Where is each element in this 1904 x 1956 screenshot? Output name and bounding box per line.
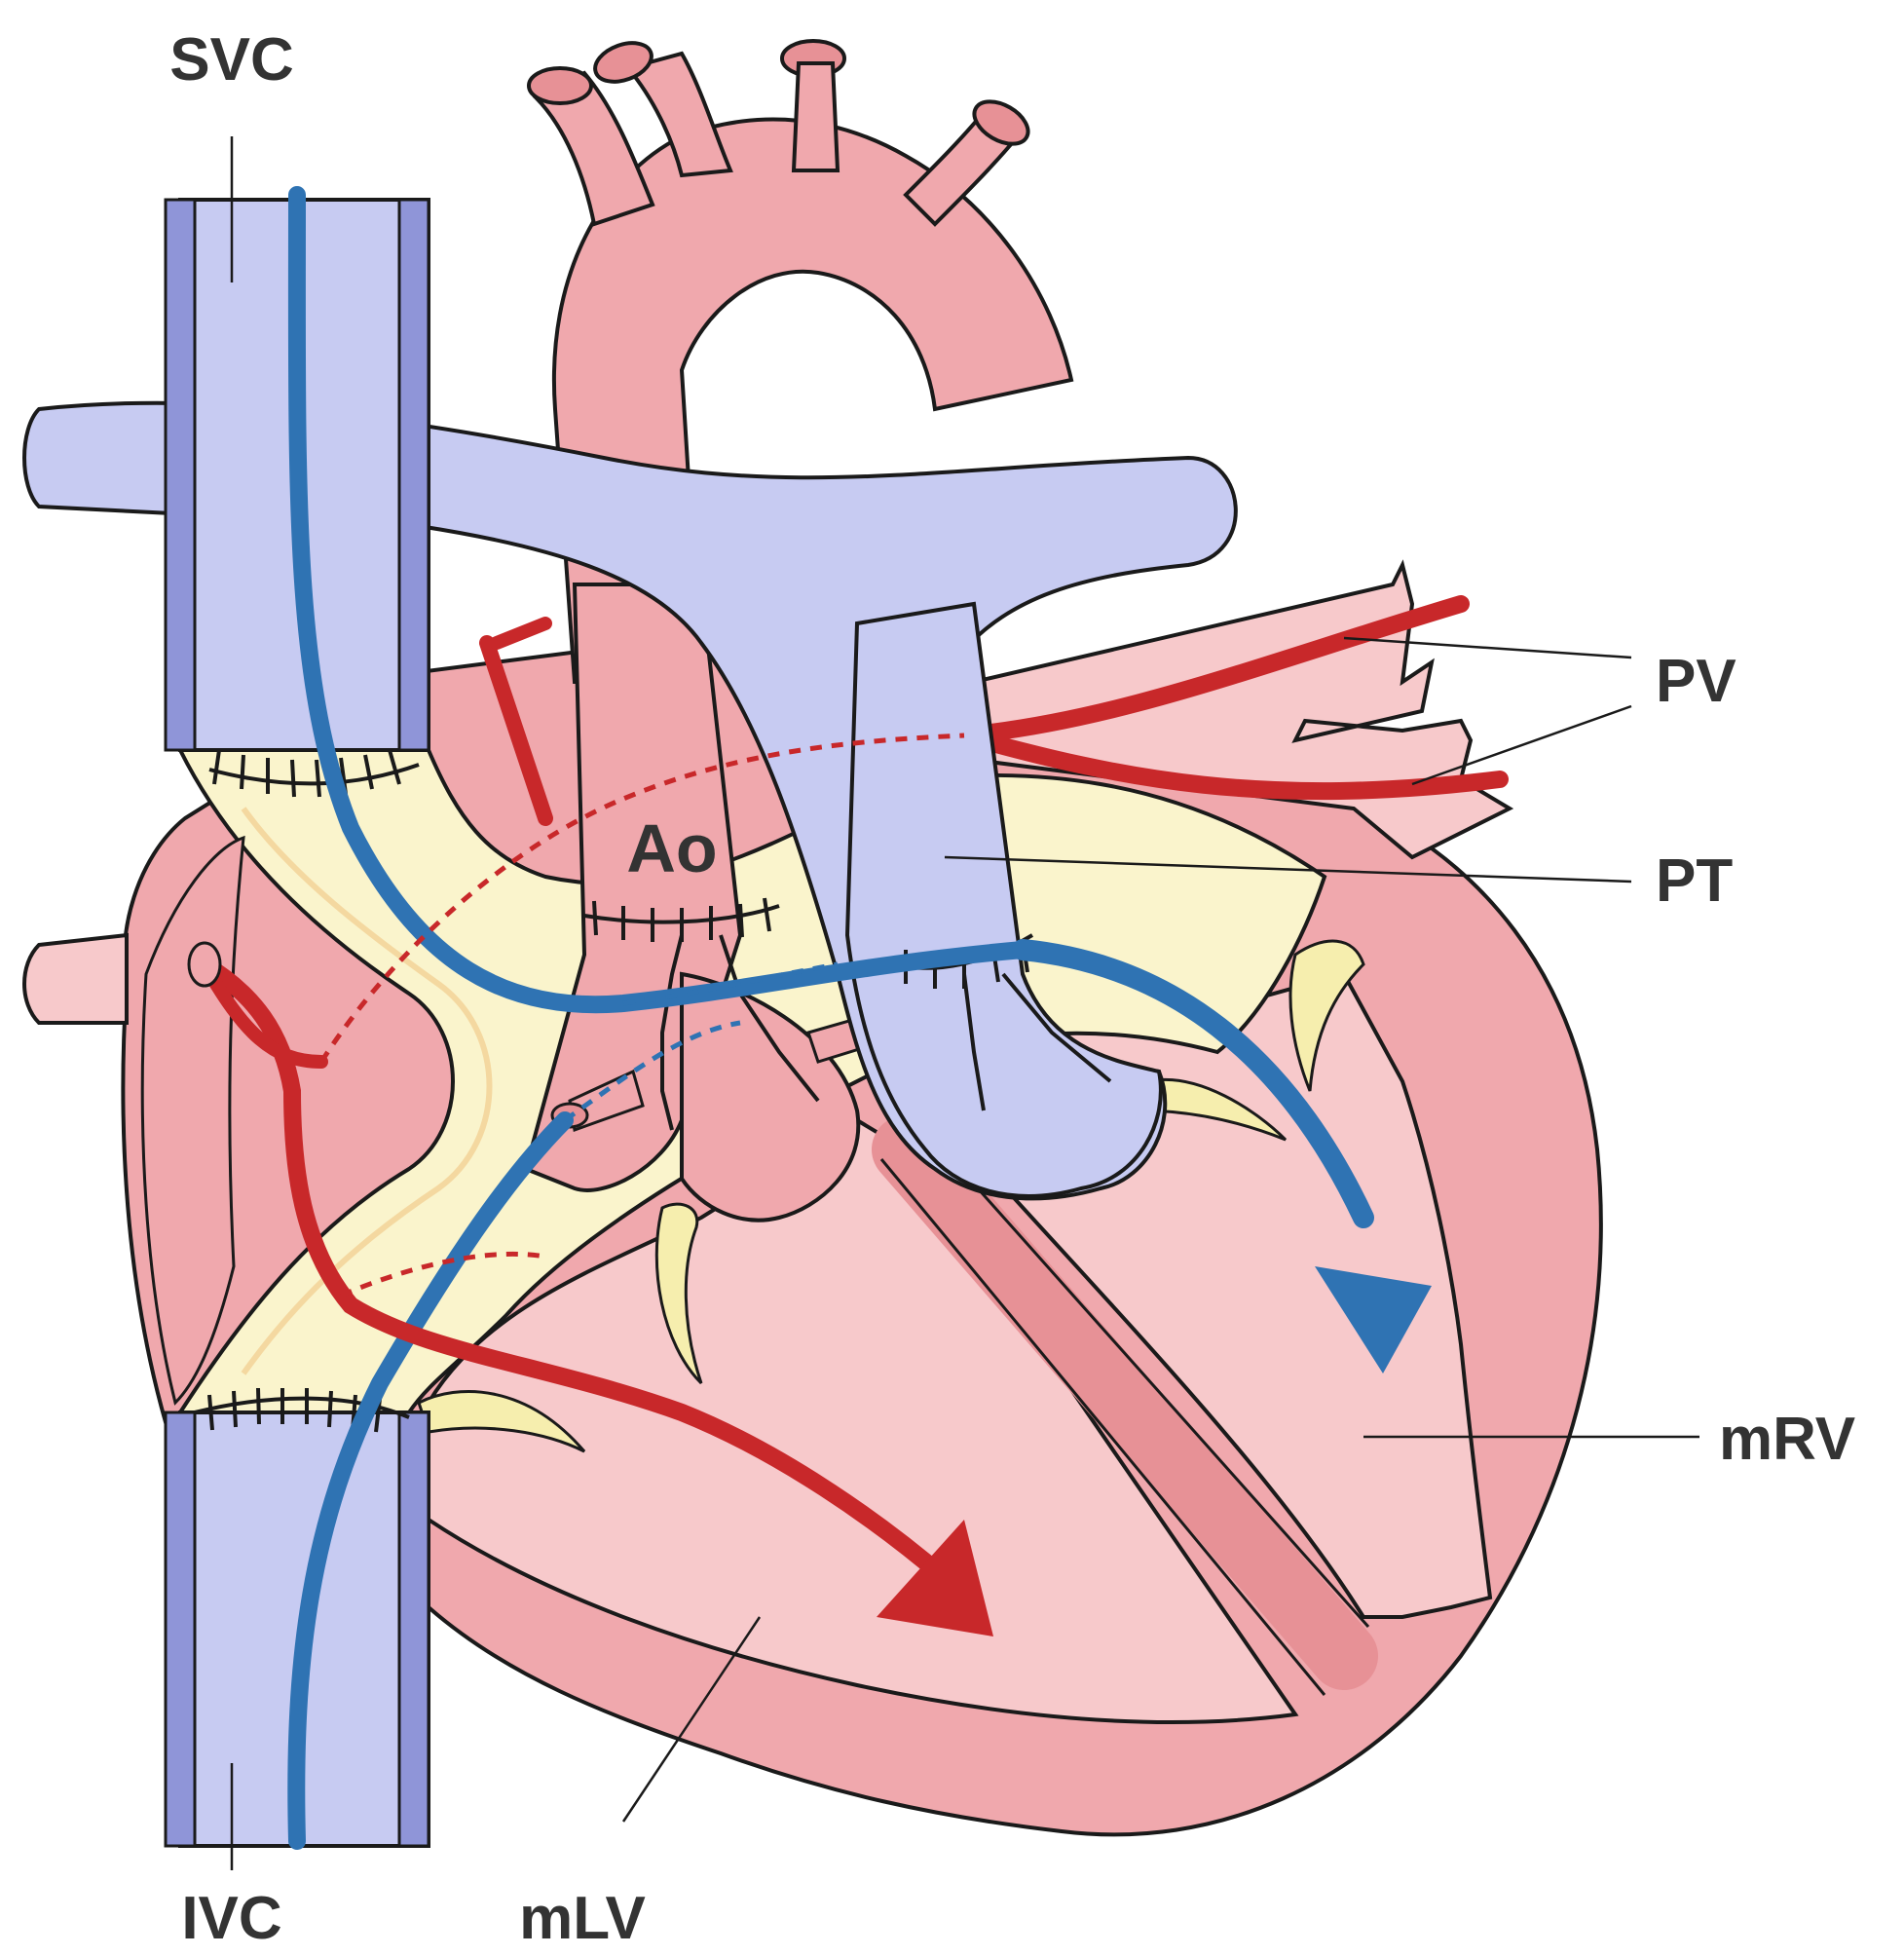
deoxygenated-flow: [287, 186, 1432, 1850]
label-mrv: mRV: [1719, 1406, 1855, 1473]
label-ao: Ao: [626, 810, 717, 886]
oxygenated-flow: [187, 617, 993, 1636]
pulmonary-veins: [955, 559, 1514, 860]
pulmonary-trunk: [22, 400, 1238, 1201]
label-mlv: mLV: [519, 1885, 646, 1952]
valve-leaflets: [417, 939, 1365, 1453]
label-pt: PT: [1656, 847, 1733, 915]
leader-lines: [230, 136, 1699, 1870]
label-ivc: IVC: [181, 1885, 281, 1952]
label-svc: SVC: [169, 26, 293, 94]
label-pv: PV: [1656, 648, 1736, 715]
